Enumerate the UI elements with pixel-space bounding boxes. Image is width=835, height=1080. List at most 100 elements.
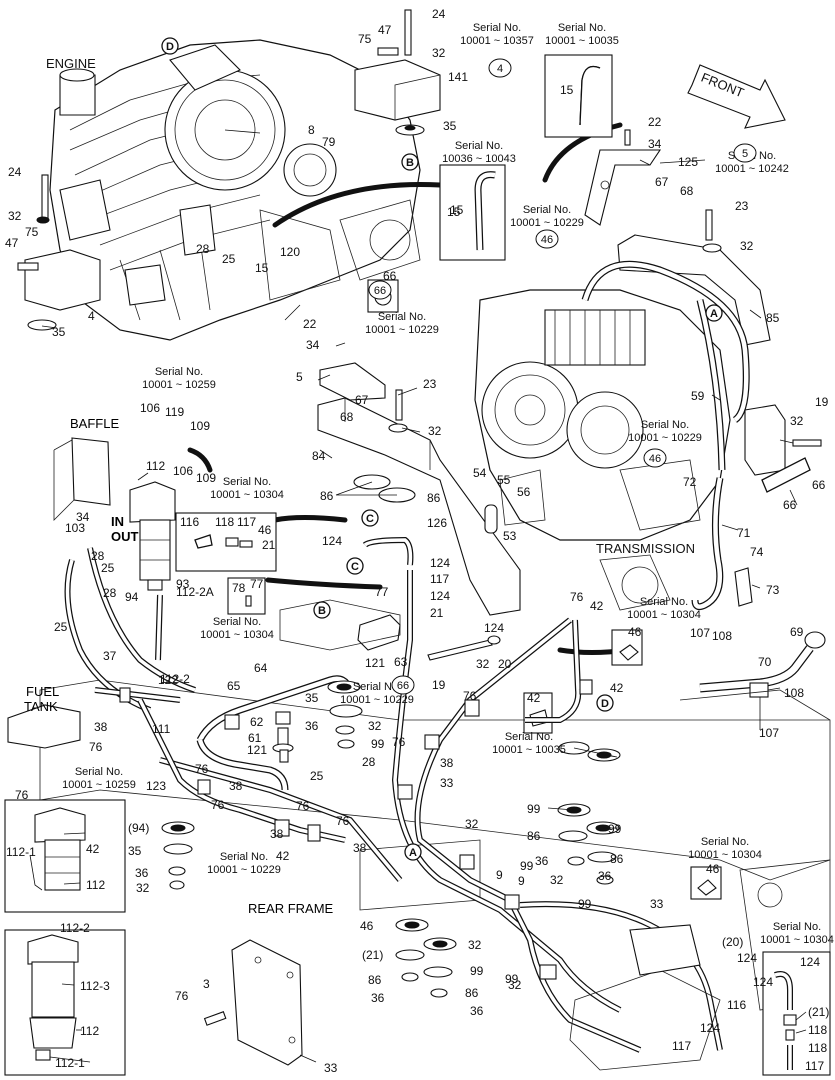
part-callout: 54 [473,466,487,480]
part-callout: 117 [805,1059,824,1073]
serial-title: Serial No. [155,366,203,378]
part-callout: 59 [691,389,705,403]
ref-circle [346,557,364,575]
hose-band-3 [272,515,348,523]
serial-range: 10001 ~ 10304 [627,609,701,621]
hose-band-4 [265,577,383,590]
part-callout: 65 [227,679,241,693]
part-callout: 124 [737,951,757,965]
transmission-label: TRANSMISSION [596,541,695,556]
part-callout: 109 [196,471,216,485]
part-callout: (21) [362,948,383,962]
serial-title: Serial No. [353,681,401,693]
ref-circle [401,153,419,171]
part-callout: 122 [158,673,178,687]
serial-range: 10036 ~ 10043 [442,153,516,165]
numbered-ref [733,143,757,163]
part-callout: 35 [443,119,457,133]
part-callout: 15 [447,205,461,219]
boxed-part-label: 46 [258,523,272,537]
serial-range: 10001 ~ 10035 [492,744,566,756]
part-callout: 66 [783,498,797,512]
serial-title: Serial No. [378,311,426,323]
plate-3 [231,939,303,1066]
part-callout: 68 [340,410,354,424]
part-callout: 74 [750,545,764,559]
part-callout: 76 [211,798,225,812]
part-callout: 112 [146,459,165,473]
serial-title: Serial No. [505,731,553,743]
part-callout: 86 [320,489,334,503]
part-callout: 55 [497,473,511,487]
part-callout: 99 [470,964,484,978]
ref-circle-letter: C [351,561,359,573]
part-callout: 25 [54,620,68,634]
serial-title: Serial No. [220,851,268,863]
boxed-part-label: 46 [706,862,720,876]
part-callout: 99 [578,897,592,911]
heading-tank: TANK [24,699,58,714]
part-callout: 25 [101,561,115,575]
part-callout: 99 [527,802,541,816]
part-callout: 24 [432,7,446,21]
part-callout: 94 [125,590,139,604]
part-callout: 23 [423,377,437,391]
part-callout: 34 [76,510,90,524]
numbered-ref-label: 46 [649,453,661,465]
part-callout: 124 [430,589,450,603]
part-callout: 21 [430,606,444,620]
part-callout: 8 [308,123,315,137]
part-callout: 76 [296,799,310,813]
part-callout: 126 [427,516,447,530]
hose-72 [761,457,811,493]
part-callout: 28 [362,755,376,769]
part-callout: (20) [722,935,743,949]
part-callout: 70 [758,655,772,669]
part-callout: 79 [322,135,336,149]
part-callout: 107 [690,626,710,640]
part-callout: 76 [195,762,209,776]
part-callout: 106 [140,401,160,415]
serial-range: 10001 ~ 10304 [688,849,762,861]
ref-circle [361,509,379,527]
mount-stack-lower [395,918,457,998]
serial-title: Serial No. [640,596,688,608]
part-callout: 28 [103,586,117,600]
part-callout: 76 [15,788,29,802]
part-callout: 19 [432,678,446,692]
boxed-part-label: 118 [215,515,234,529]
serial-range: 10001 ~ 10304 [760,934,834,946]
numbered-ref [488,58,512,78]
part-callout: 32 [428,424,442,438]
part-callout: 141 [448,70,468,84]
ref-circle [596,694,614,712]
heading-rear-frame: REAR FRAME [248,901,334,916]
ref-circle [313,601,331,619]
filler-cap-69 [804,631,826,649]
part-callout: 19 [815,395,829,409]
trans-mount [744,404,786,476]
part-callout: 68 [680,184,694,198]
part-callout: 32 [468,938,482,952]
part-callout: 32 [790,414,804,428]
part-callout: 103 [65,521,85,535]
part-label-layer: 2447753214135152234125676823328792432754… [5,7,829,1075]
part-callout: 62 [250,715,264,729]
part-callout: 124 [753,975,773,989]
part-callout: 28 [91,549,105,563]
part-callout: 124 [430,556,450,570]
serial-range: 10001 ~ 10304 [210,489,284,501]
serial-title: Serial No. [213,616,261,628]
part-callout: 32 [740,239,754,253]
part-callout: 99 [505,972,519,986]
part-callout: 25 [310,769,324,783]
numbered-ref [391,675,415,695]
part-callout: 32 [465,817,479,831]
part-callout: 22 [303,317,317,331]
heading-in: IN [111,514,124,529]
part-callout: 112 [80,1024,99,1038]
part-callout: 121 [365,656,385,670]
part-callout: 112-2A [176,585,214,599]
part-callout: 112 [86,878,105,892]
